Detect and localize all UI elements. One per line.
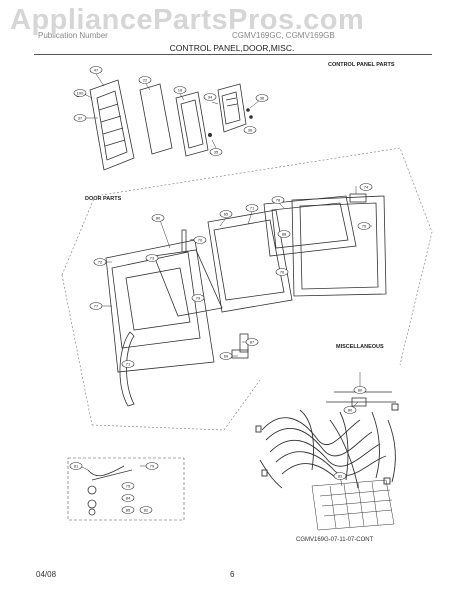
door-glass [153,249,223,317]
control-panel-frame [89,79,135,171]
callout-door: 72 [98,260,103,265]
oven-outline-dashed [61,147,433,431]
watermark: AppliancePartsPros.com [10,4,365,36]
title-rule [34,54,432,55]
callout-door: 69 [224,354,229,359]
publication-header: Publication Number [38,31,108,40]
callout-door: 78 [276,198,281,203]
model-header: CGMV169GC, CGMV169GB [232,31,335,40]
callout-misc: 80 [348,408,353,413]
rack-grid [311,479,395,531]
door-hinge [231,333,249,359]
door-outer-shield [291,195,387,297]
callout-door: 76 [280,270,285,275]
callout-control: 36 [248,128,253,133]
thermal-fuse [326,391,396,407]
door-choke [207,209,293,313]
hardware-bag [67,457,185,521]
page-number: 6 [230,570,235,579]
callout-door: 70 [198,238,203,243]
callout-control: 37 [78,116,83,121]
callout-door: 77 [94,304,99,309]
callout-control: 22 [143,78,148,83]
door-handle [119,331,135,407]
control-board [175,91,209,157]
callout-control: 36 [260,96,265,101]
callout-door: 87 [250,340,255,345]
callout-door: 71 [250,206,255,211]
callout-misc: 84 [126,496,131,501]
callout-door: 65 [224,212,229,217]
callout-misc: 82 [144,508,149,513]
callout-door: 79 [196,296,201,301]
membrane-panel [139,83,173,155]
callout-control: 47 [94,68,99,73]
control-module [217,83,247,133]
callout-door: 88 [282,232,287,237]
page-subtitle: CONTROL PANEL,DOOR,MISC. [169,43,295,53]
callout-door: 75 [362,224,367,229]
section-label-door: DOOR PARTS [85,196,122,202]
callout-misc: 79 [150,464,155,469]
callout-door: 71 [126,362,131,367]
footer-date: 04/08 [36,570,57,579]
callout-misc: 85 [126,508,131,513]
door-inner-panel [263,195,357,257]
callout-control: 18 [178,88,183,93]
callout-misc: 83 [338,474,343,479]
callout-control: 34 [208,95,213,100]
door-frame [105,239,215,373]
callout-misc: 75 [126,484,131,489]
callout-control: 100 [77,91,84,96]
wire-harness [255,403,399,489]
callout-door: 80 [156,216,161,221]
door-latch [181,229,187,253]
callout-door: 73 [150,256,155,261]
callout-control: 35 [214,150,219,155]
callout-misc: 80 [358,388,363,393]
section-label-misc: MISCELLANEOUS [336,344,384,350]
drawing-code: CGMV169G-07-11-07-CONT [296,537,374,543]
vent-grille [349,193,367,203]
section-label-control-panel: CONTROL PANEL PARTS [328,62,395,68]
callout-misc: 81 [74,464,79,469]
callout-door: 74 [364,185,369,190]
